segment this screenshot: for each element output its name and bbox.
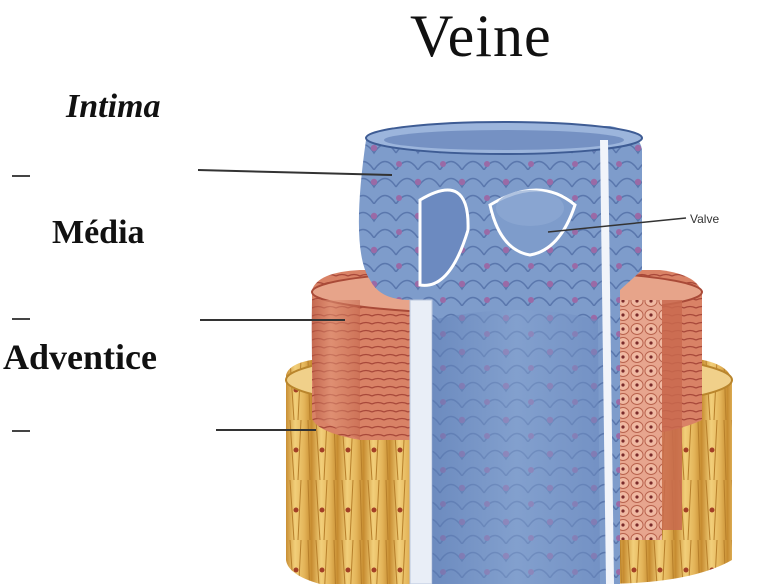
vein-illustration — [0, 0, 760, 584]
